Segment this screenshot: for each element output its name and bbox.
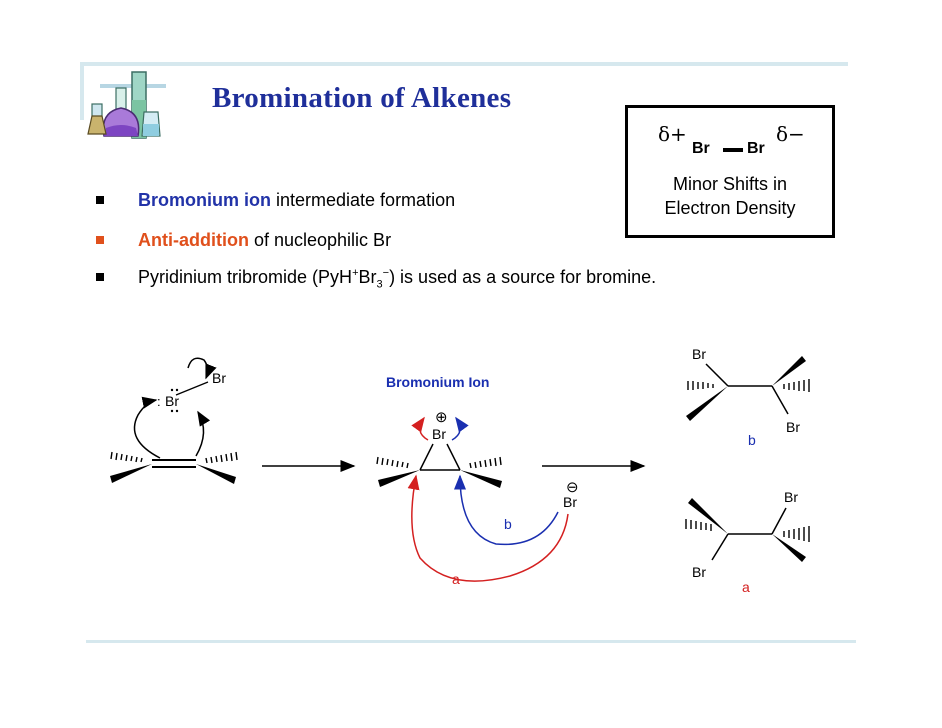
wedge-bond: [772, 534, 806, 562]
lone-pair-arrow: [195, 410, 211, 457]
path-b-arrow: [454, 474, 559, 546]
wedge-bond: [110, 464, 152, 483]
frame-left-line: [80, 62, 84, 120]
hash-bond: [687, 381, 714, 390]
bullet-text-br: Br: [358, 267, 377, 287]
product-a-label: a: [742, 579, 750, 595]
alkene-reactant: Br Br :: [110, 357, 238, 484]
wedge-bond: [196, 464, 236, 484]
lone-pair-left: :: [157, 394, 161, 409]
bond-polarity-box: δ+ δ− Br Br Minor Shifts in Electron Den…: [625, 105, 835, 238]
bullet-text: intermediate formation: [271, 190, 456, 210]
plus-charge: ⊕: [435, 409, 448, 426]
delta-minus-label: δ−: [776, 122, 805, 146]
infobox-caption-line2: Electron Density: [664, 198, 796, 218]
bullet-marker: [96, 273, 104, 281]
hash-bond: [376, 456, 409, 469]
product-b-br-bottom: Br: [786, 419, 800, 435]
bromonium-label: Bromonium Ion: [386, 374, 489, 390]
path-a-arrow: [407, 474, 569, 582]
bullet-highlight: Anti-addition: [138, 230, 249, 250]
product-a: Br Br a: [685, 489, 810, 595]
bullet-sup-plus: +: [352, 267, 359, 279]
path-b-label: b: [504, 516, 512, 532]
wedge-bond: [686, 386, 728, 421]
br-br-bond: [723, 148, 743, 152]
hash-bond: [783, 379, 810, 392]
bullet-sub-3: 3: [376, 278, 383, 291]
product-a-br-top: Br: [784, 489, 798, 505]
bullet-sup-minus: −: [382, 267, 390, 279]
path-a-small-arrow: [411, 416, 429, 441]
path-b-small-arrow: [451, 416, 469, 441]
lone-pair-dots: [170, 388, 179, 413]
bond-break-arrow: [187, 357, 217, 380]
wedge-bond: [378, 470, 420, 487]
bullet-text: of nucleophilic Br: [248, 230, 392, 250]
bromide-br: Br: [563, 494, 577, 510]
reactant-br: Br: [165, 393, 179, 409]
hash-bond: [783, 526, 810, 542]
minus-charge: ⊖: [566, 479, 579, 496]
infobox-caption-line1: Minor Shifts in: [672, 174, 788, 194]
wedge-bond: [772, 356, 806, 386]
bullet-text-post: ) is used as a source for bromine.: [389, 267, 657, 287]
bromonium-ion: Bromonium Ion ⊕ Br b a ⊖ Br: [376, 374, 579, 587]
delta-plus-label: δ+: [658, 122, 687, 146]
br-left-label: Br: [692, 140, 710, 157]
bullet-highlight: Bromonium ion: [138, 190, 271, 210]
hash-bond: [205, 451, 238, 464]
frame-bottom-line: [86, 640, 856, 643]
wedge-bond: [688, 498, 728, 534]
hash-bond: [685, 519, 712, 531]
br-right-label: Br: [747, 140, 765, 157]
page-title: Bromination of Alkenes: [212, 82, 512, 114]
wedge-bond: [460, 470, 502, 488]
pi-bond-arrow: [133, 396, 161, 459]
product-b-label: b: [748, 432, 756, 448]
bullet-text-pre: Pyridinium tribromide (PyH: [138, 267, 353, 287]
bromonium-br: Br: [432, 426, 446, 442]
bullet-marker: [96, 236, 104, 244]
hash-bond: [110, 451, 143, 463]
product-a-br-bottom: Br: [692, 564, 706, 580]
reactant-br-top: Br: [212, 370, 226, 386]
bullet-marker: [96, 196, 104, 204]
product-b: Br Br b: [686, 346, 810, 448]
hash-bond: [469, 456, 502, 469]
product-b-br-top: Br: [692, 346, 706, 362]
frame-top-line: [80, 62, 848, 66]
path-a-label: a: [452, 571, 460, 587]
